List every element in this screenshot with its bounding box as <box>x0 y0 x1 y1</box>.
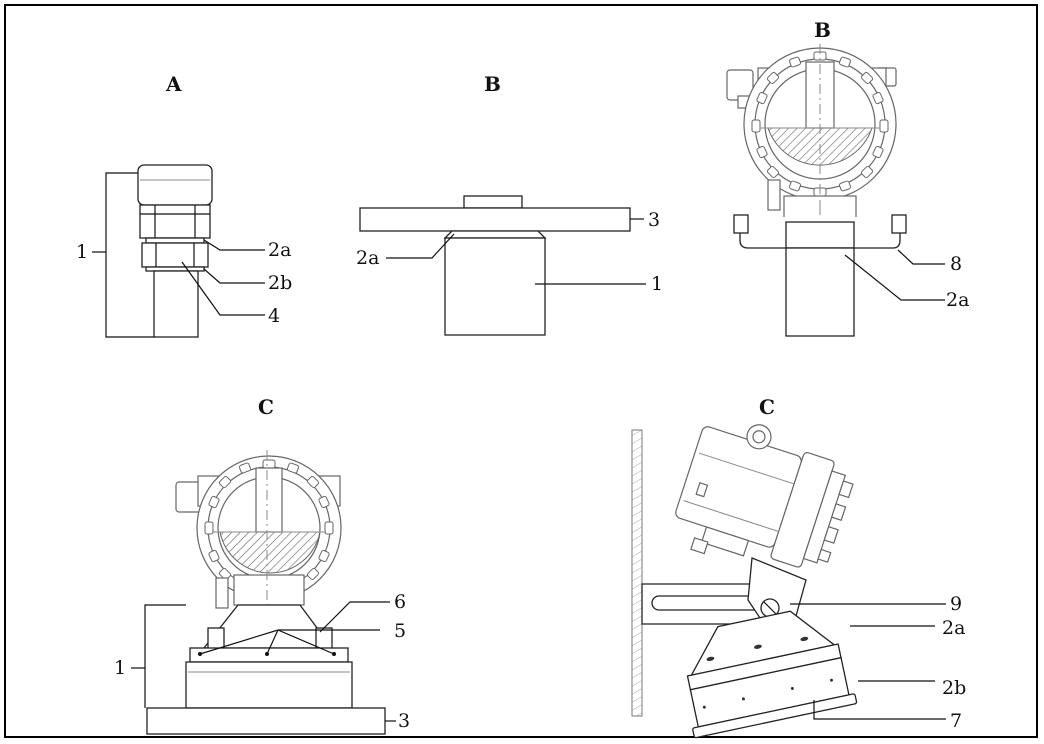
view-a-tube <box>153 270 199 338</box>
view-c-wall-header: C <box>759 395 775 419</box>
view-c-flange-header: C <box>258 395 274 419</box>
view-c-wall-surface <box>631 429 643 717</box>
view-b-flange-label-3: 3 <box>648 209 660 231</box>
view-c-flange-label-1: 1 <box>114 657 126 679</box>
view-b-flange-top-boss <box>463 195 523 209</box>
view-c-wall-sensor <box>686 610 858 739</box>
view-c-wall-housing <box>675 424 854 568</box>
view-c-flange-plate <box>146 707 386 735</box>
view-b-flange-plate <box>359 207 631 232</box>
view-a-nut <box>141 242 209 268</box>
view-a-label-4: 4 <box>268 305 280 327</box>
view-c-wall-label-2a: 2a <box>942 617 965 639</box>
view-a-label-2b: 2b <box>268 272 292 294</box>
view-a: A 1 2a 2b 4 <box>76 72 292 338</box>
view-c-flange-height-bracket <box>144 604 186 708</box>
view-b-flange: B 3 2a 1 <box>356 72 663 336</box>
view-b-flange-label-2a: 2a <box>356 247 379 269</box>
view-c-wall-label-7: 7 <box>950 710 962 732</box>
view-b-flange-label-1: 1 <box>651 273 663 295</box>
view-b-bracket-label-2a: 2a <box>946 289 969 311</box>
view-c-flange-label-3: 3 <box>398 710 410 732</box>
view-c-flange-sensor <box>185 661 353 709</box>
view-b-bracket: B <box>726 18 969 337</box>
view-b-bracket-tube <box>785 247 855 337</box>
view-c-flange-label-5: 5 <box>394 620 406 642</box>
view-a-height-bracket <box>105 172 155 338</box>
view-a-seal-2a <box>145 237 205 244</box>
view-c-wall-label-9: 9 <box>950 593 962 615</box>
view-b-bracket-collar <box>785 221 855 249</box>
view-b-flange-body <box>444 237 546 336</box>
view-a-housing-cap <box>137 164 213 206</box>
figure-frame <box>4 4 1038 738</box>
view-c-flange: C <box>114 395 410 735</box>
view-a-header: A <box>165 72 182 96</box>
view-a-label-1: 1 <box>76 241 88 263</box>
view-b-bracket-header: B <box>814 18 831 42</box>
view-c-wall: C <box>631 395 966 739</box>
view-c-wall-label-2b: 2b <box>942 677 966 699</box>
view-b-flange-seal <box>443 230 547 239</box>
view-b-bracket-label-8: 8 <box>950 253 962 275</box>
view-c-flange-label-6: 6 <box>394 591 406 613</box>
view-a-upper-hex <box>139 204 211 239</box>
view-a-label-2a: 2a <box>268 239 291 261</box>
view-b-flange-header: B <box>484 72 501 96</box>
